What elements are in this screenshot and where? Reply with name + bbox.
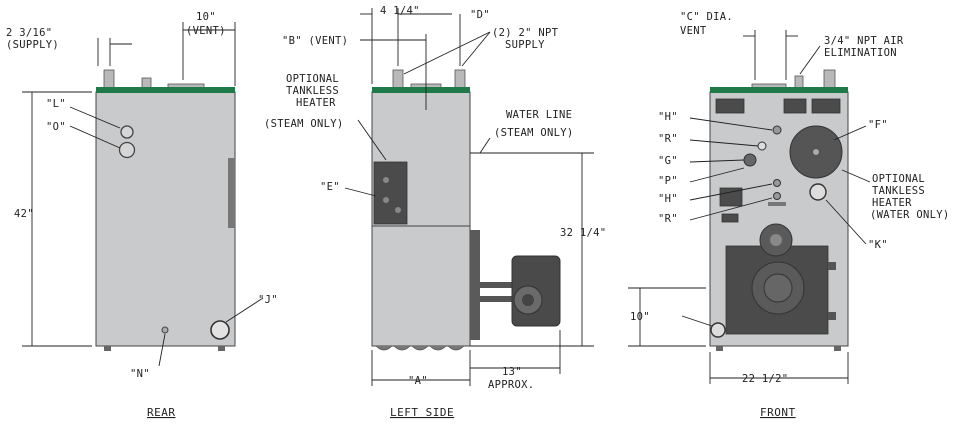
side-tankless-heater bbox=[373, 161, 408, 225]
side-top-trim bbox=[372, 87, 470, 93]
front-foot-right bbox=[834, 346, 841, 351]
rear-foot-right bbox=[218, 346, 225, 351]
rear-port-N bbox=[161, 326, 169, 334]
side-burner-plate bbox=[470, 230, 480, 340]
side-water-line-2: (STEAM ONLY) bbox=[494, 127, 573, 139]
front-air-line-1: 3/4" NPT AIR bbox=[824, 35, 904, 47]
front-latch-top bbox=[828, 262, 836, 270]
rear-port-O bbox=[118, 141, 136, 159]
front-air-line-2: ELIMINATION bbox=[824, 47, 897, 59]
rear-vent-note: (VENT) bbox=[186, 25, 226, 37]
front-port-G bbox=[743, 153, 757, 167]
front-opt-line-3: HEATER bbox=[872, 197, 912, 209]
front-opt-line-1: OPTIONAL bbox=[872, 173, 925, 185]
callout-P: "P" bbox=[658, 175, 678, 187]
rear-side-handle bbox=[228, 158, 235, 228]
side-dim-4-1-4: 4 1/4" bbox=[380, 5, 420, 17]
side-dim-D: "D" bbox=[470, 9, 490, 21]
front-port-R1 bbox=[757, 141, 767, 151]
rear-supply-note: (SUPPLY) bbox=[6, 39, 59, 51]
side-legs bbox=[375, 345, 465, 351]
front-port-H2 bbox=[773, 179, 781, 187]
callout-K: "K" bbox=[868, 239, 888, 251]
rear-cabinet bbox=[95, 91, 236, 347]
front-dim-width: 22 1/2" bbox=[742, 373, 788, 385]
side-opt-line-3: HEATER bbox=[296, 97, 336, 109]
front-switch-box bbox=[719, 187, 743, 207]
side-heater-port-1 bbox=[383, 177, 389, 183]
rear-title: REAR bbox=[147, 406, 176, 419]
callout-J: "J" bbox=[258, 294, 278, 306]
callout-G: "G" bbox=[658, 155, 678, 167]
side-dim-13: 13" bbox=[502, 366, 522, 378]
callout-R1: "R" bbox=[658, 133, 678, 145]
callout-E: "E" bbox=[320, 181, 340, 193]
side-heater-port-2 bbox=[383, 197, 389, 203]
side-dim-B-vent: "B" (VENT) bbox=[282, 35, 348, 47]
front-panel-1 bbox=[715, 98, 745, 114]
side-dim-height: 32 1/4" bbox=[560, 227, 606, 239]
front-title: FRONT bbox=[760, 406, 796, 419]
callout-H2: "H" bbox=[658, 193, 678, 205]
front-latch-bottom bbox=[828, 312, 836, 320]
side-lower-cabinet bbox=[371, 225, 471, 347]
front-port-M bbox=[710, 322, 726, 338]
rear-port-J bbox=[210, 320, 230, 340]
side-npt-line-2: SUPPLY bbox=[505, 39, 545, 51]
front-opt-line-2: TANKLESS bbox=[872, 185, 925, 197]
rear-vent-dim: 10" bbox=[196, 11, 216, 23]
rear-supply-dim: 2 3/16" bbox=[6, 27, 52, 39]
front-valve bbox=[768, 202, 786, 206]
side-opt-line-2: TANKLESS bbox=[286, 85, 339, 97]
side-dim-A: "A" bbox=[408, 375, 428, 387]
rear-port-L bbox=[120, 125, 134, 139]
front-view: "C" DIA. VENT 3/4" NPT AIR ELIMINATION "… bbox=[628, 11, 949, 419]
callout-N: "N" bbox=[130, 368, 150, 380]
side-burner-tube-1 bbox=[480, 282, 512, 288]
front-port-K bbox=[809, 183, 827, 201]
front-panel-3 bbox=[811, 98, 841, 114]
front-dim-vent: VENT bbox=[680, 25, 707, 37]
side-burner-tube-2 bbox=[480, 296, 512, 302]
side-burner-fan-hub bbox=[522, 294, 534, 306]
rear-foot-left bbox=[104, 346, 111, 351]
front-port-H1 bbox=[772, 125, 782, 135]
side-opt-line-4: (STEAM ONLY) bbox=[264, 118, 343, 130]
front-foot-left bbox=[716, 346, 723, 351]
side-dim-approx: APPROX. bbox=[488, 379, 534, 391]
front-port-R2 bbox=[773, 192, 781, 200]
rear-view: 2 3/16" (SUPPLY) 10" (VENT) 42" "L" "O" … bbox=[6, 11, 278, 419]
front-opt-line-4: (WATER ONLY) bbox=[870, 209, 949, 221]
callout-F: "F" bbox=[868, 119, 888, 131]
front-dim-C-dia: "C" DIA. bbox=[680, 11, 733, 23]
front-panel-2 bbox=[783, 98, 807, 114]
callout-L: "L" bbox=[46, 98, 66, 110]
front-label-plate bbox=[721, 213, 739, 223]
rear-height-dim: 42" bbox=[14, 208, 34, 220]
side-opt-line-1: OPTIONAL bbox=[286, 73, 339, 85]
callout-H1: "H" bbox=[658, 111, 678, 123]
callout-R2: "R" bbox=[658, 213, 678, 225]
rear-top-trim bbox=[96, 87, 235, 93]
front-top-trim bbox=[710, 87, 848, 93]
side-npt-line-1: (2) 2" NPT bbox=[492, 27, 559, 39]
side-water-line-1: WATER LINE bbox=[506, 109, 572, 121]
left-side-title: LEFT SIDE bbox=[390, 406, 454, 419]
left-side-view: 4 1/4" "D" "B" (VENT) (2) 2" NPT SUPPLY … bbox=[264, 5, 606, 419]
front-dim-10: 10" bbox=[630, 311, 650, 323]
callout-O: "O" bbox=[46, 121, 66, 133]
side-heater-port-3 bbox=[395, 207, 401, 213]
